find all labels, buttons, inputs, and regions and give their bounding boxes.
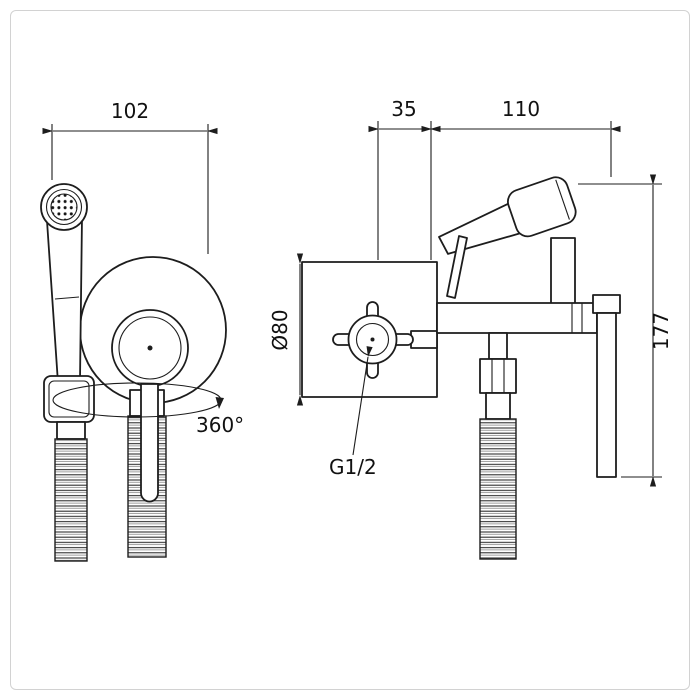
thread-leader-line bbox=[352, 346, 373, 456]
thread-size-label: G1/2 bbox=[329, 455, 377, 479]
sprayer-face-line bbox=[555, 179, 570, 220]
riser-pipe bbox=[596, 312, 617, 478]
width-dim-label: 102 bbox=[111, 99, 149, 123]
sprayer-head-side bbox=[507, 176, 577, 238]
sprayer-holder-post bbox=[550, 237, 576, 305]
protrusion-dim-label: 110 bbox=[502, 97, 540, 121]
sprayer-handle-front bbox=[46, 216, 83, 384]
depth-dim-label: 35 bbox=[391, 97, 416, 121]
riser-collar bbox=[592, 294, 621, 314]
valve-body-tube bbox=[436, 302, 598, 334]
handle-seam-line bbox=[54, 296, 80, 300]
sprayer-handle-side bbox=[438, 202, 522, 255]
outlet-nut bbox=[479, 358, 517, 394]
valve-center-mark bbox=[147, 345, 153, 351]
trim-plate-view: Ø80 G1/2 bbox=[268, 253, 438, 479]
shower-hose-left bbox=[54, 438, 88, 562]
hub-center-mark bbox=[370, 337, 375, 342]
spray-face-nozzles bbox=[50, 193, 78, 221]
mixer-lever-front bbox=[140, 383, 159, 503]
mixer-lever-side bbox=[446, 235, 468, 299]
handle-stem bbox=[410, 330, 438, 349]
outlet-stem bbox=[488, 332, 508, 360]
hose-nut-left bbox=[56, 421, 86, 440]
hose-coupler bbox=[485, 392, 511, 420]
swivel-arrow bbox=[215, 397, 224, 409]
side-view bbox=[436, 176, 621, 560]
plate-diameter-label: Ø80 bbox=[268, 309, 292, 350]
front-view: 360° bbox=[40, 183, 244, 562]
height-dim-label: 177 bbox=[649, 312, 673, 350]
wall-bracket bbox=[43, 375, 95, 423]
shower-hose-side bbox=[479, 418, 517, 560]
dimension-annotations: 102 35 110 177 bbox=[42, 97, 673, 487]
wall-bracket-inner bbox=[48, 380, 90, 418]
swivel-angle-label: 360° bbox=[196, 413, 244, 437]
valve-cap-circle bbox=[118, 316, 182, 380]
sprayer-head-ring bbox=[45, 188, 83, 226]
